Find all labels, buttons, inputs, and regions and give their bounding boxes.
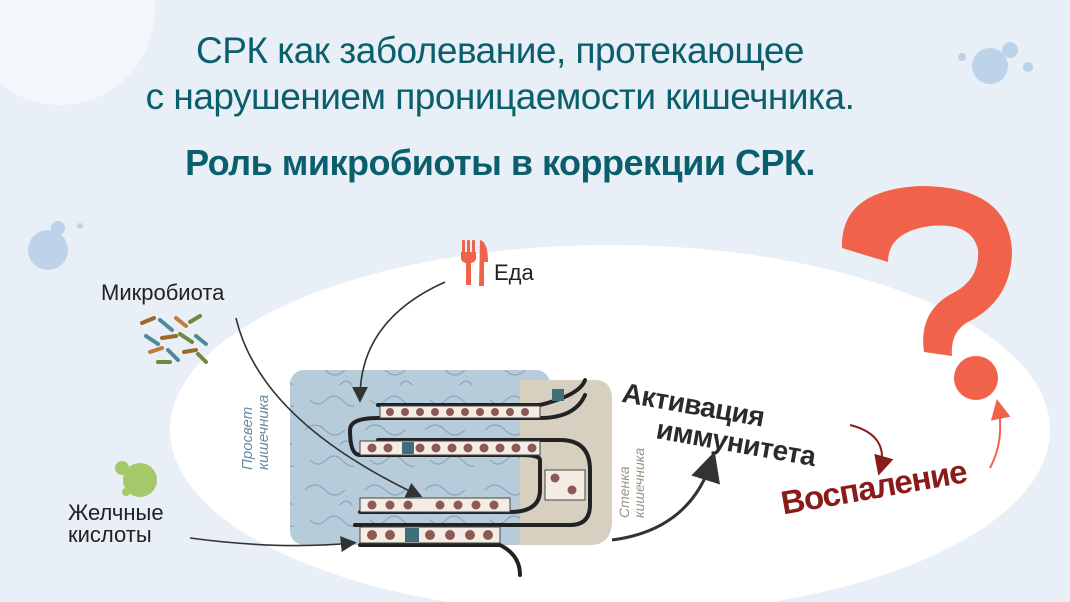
food-arrow <box>352 281 446 403</box>
bacteria-cluster-icon <box>140 314 208 364</box>
bubble-decor <box>1002 42 1018 58</box>
wall-label-line-2: кишечника <box>631 447 647 518</box>
bile-acids-arrow <box>189 536 357 553</box>
lumen-label: Просвет кишечника <box>239 394 272 470</box>
inflammation-arrow <box>849 424 894 476</box>
bile-acids-label-line-1: Желчные <box>68 500 164 525</box>
corner-circle <box>0 0 155 105</box>
page-subtitle: Роль микробиоты в коррекции СРК. <box>185 142 815 183</box>
question-arrow <box>989 399 1011 469</box>
bubble-decor <box>28 230 68 270</box>
fork-knife-icon <box>461 240 488 286</box>
bubble-decor <box>972 48 1008 84</box>
epithelial-cells <box>359 389 586 544</box>
microbiota-arrow <box>235 317 423 498</box>
bile-acids-label: Желчные кислоты <box>68 502 164 546</box>
bubble-decor <box>958 53 966 61</box>
bubble-decor <box>77 223 83 229</box>
wall-label: Стенка кишечника <box>616 447 647 518</box>
bubble-decor <box>1023 62 1033 72</box>
title-line-1: СРК как заболевание, протекающее <box>196 30 805 71</box>
wall-label-line-1: Стенка <box>616 466 632 518</box>
food-label: Еда <box>494 260 534 285</box>
question-mark-icon <box>841 186 1012 400</box>
lumen-label-line-1: Просвет <box>239 406 256 470</box>
bubble-drops-icon <box>115 461 157 497</box>
intestine-illustration <box>290 370 612 577</box>
title-line-2: с нарушением проницаемости кишечника. <box>145 76 855 117</box>
activation-arrow <box>611 451 721 542</box>
bile-acids-label-line-2: кислоты <box>68 522 152 547</box>
lumen-label-line-2: кишечника <box>255 394 272 470</box>
page-title: СРК как заболевание, протекающее с наруш… <box>0 28 1000 120</box>
bubble-decor <box>51 221 65 235</box>
microbiota-label: Микробиота <box>101 280 225 305</box>
